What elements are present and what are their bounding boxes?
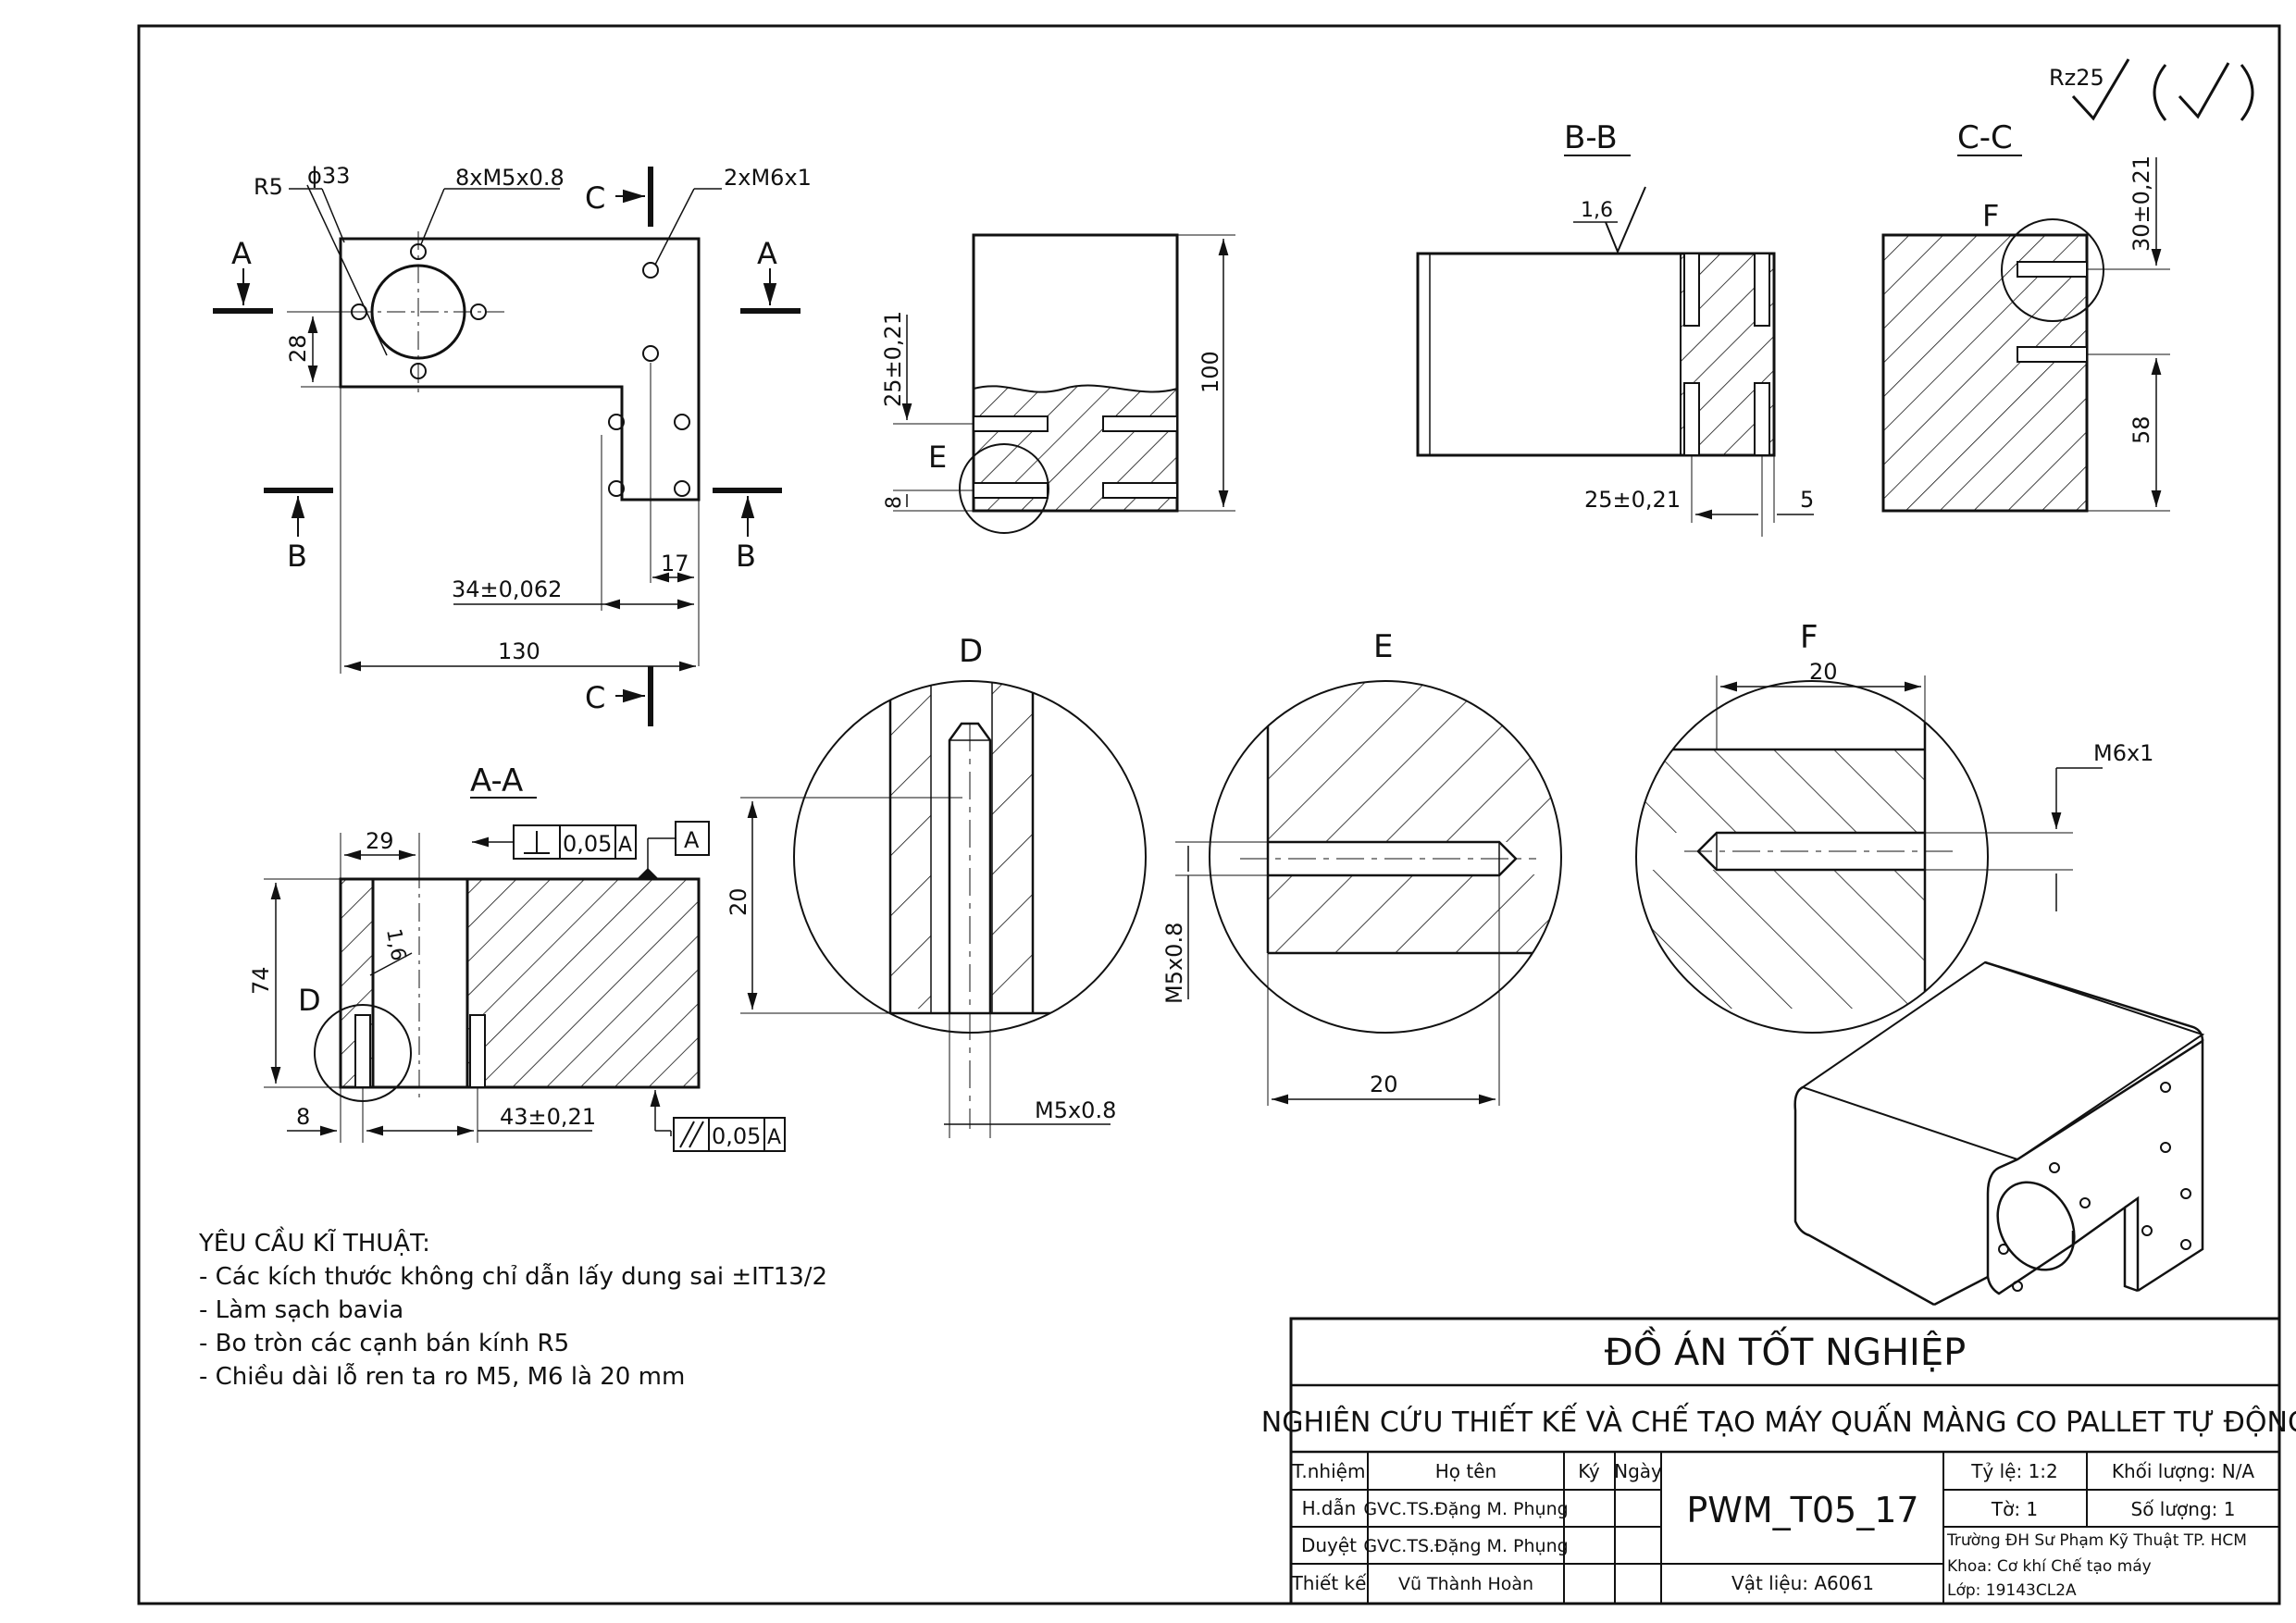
thread-m6-label: 2xM6x1 xyxy=(724,165,812,191)
detail-e-dim-20: 20 xyxy=(1370,1072,1398,1097)
top-view: A A B B C C R5 ϕ33 8xM5x0.8 2xM6x1 28 xyxy=(213,163,812,726)
dim-100: 100 xyxy=(1198,351,1223,393)
dim-30-cc: 30±0,21 xyxy=(2128,155,2154,252)
scale-label: Tỷ lệ: 1:2 xyxy=(1970,1460,2058,1482)
header-role: T.nhiệm xyxy=(1292,1460,1366,1482)
dim-5-bb: 5 xyxy=(1800,487,1814,513)
sheet-frame xyxy=(137,24,2281,1605)
perpendicularity-value: 0,05 xyxy=(563,831,612,857)
general-roughness: Rz25 xyxy=(2049,58,2254,121)
detail-e-marker: E xyxy=(928,440,947,475)
detail-f-marker: F xyxy=(1982,198,1999,233)
dim-74: 74 xyxy=(248,966,274,995)
detail-d-thread: M5x0.8 xyxy=(1035,1097,1116,1123)
requirement-item: - Các kích thước không chỉ dẫn lấy dung … xyxy=(199,1262,827,1291)
dim-28: 28 xyxy=(285,334,311,363)
dim-43: 43±0,21 xyxy=(500,1104,596,1130)
title-block: ĐỒ ÁN TỐT NGHIỆP NGHIÊN CỨU THIẾT KẾ VÀ … xyxy=(1261,1317,2296,1605)
detail-e: E 20 M5x0.8 xyxy=(1161,628,1562,1106)
section-b-b: B-B 1,6 25±0,21 5 xyxy=(1416,119,1814,537)
sheet-label: Tờ: 1 xyxy=(1991,1498,2038,1520)
radius-label: R5 xyxy=(254,174,283,200)
requirements-title: YÊU CẦU KĨ THUẬT: xyxy=(198,1225,430,1258)
section-c-c: C-C F 30±0,21 58 xyxy=(1881,119,2170,513)
requirement-item: - Chiều dài lỗ ren ta ro M5, M6 là 20 mm xyxy=(199,1362,685,1391)
dim-8-front: 8 xyxy=(883,496,906,509)
row-role: H.dẫn xyxy=(1302,1497,1357,1519)
header-name: Họ tên xyxy=(1435,1460,1496,1482)
top-view-outline xyxy=(339,237,701,502)
section-c-c-title: C-C xyxy=(1957,119,2013,156)
drawing-code: PWM_T05_17 xyxy=(1686,1490,1918,1530)
detail-d: D 20 M5x0.8 xyxy=(726,633,1147,1138)
section-c-label-top: C xyxy=(585,180,605,216)
detail-f-dim-20: 20 xyxy=(1809,659,1838,685)
bore-diameter-label: ϕ33 xyxy=(307,163,350,189)
row-name: GVC.TS.Đặng M. Phụng xyxy=(1363,1536,1568,1556)
thread-m5-label: 8xM5x0.8 xyxy=(455,165,565,191)
detail-f-title: F xyxy=(1800,619,1818,656)
section-b-label-left: B xyxy=(287,539,307,574)
dim-58-cc: 58 xyxy=(2128,415,2154,444)
title-project: NGHIÊN CỨU THIẾT KẾ VÀ CHẾ TẠO MÁY QUẤN … xyxy=(1261,1403,2296,1439)
row-name: Vũ Thành Hoàn xyxy=(1398,1574,1533,1594)
dim-29: 29 xyxy=(366,828,394,854)
section-a-a-title: A-A xyxy=(470,762,523,799)
row-role: Thiết kế xyxy=(1291,1572,1368,1594)
section-b-label-right: B xyxy=(736,539,756,574)
roughness-aa: 1,6 xyxy=(381,927,410,963)
school-label: Trường ĐH Sư Phạm Kỹ Thuật TP. HCM xyxy=(1946,1531,2247,1550)
detail-f-thread: M6x1 xyxy=(2093,740,2153,766)
header-sign: Ký xyxy=(1578,1460,1600,1482)
dim-8-aa: 8 xyxy=(296,1104,310,1130)
roughness-bb: 1,6 xyxy=(1581,199,1613,222)
dim-25-front: 25±0,21 xyxy=(880,311,906,407)
detail-e-title: E xyxy=(1373,628,1393,665)
detail-f: F 20 M6x1 xyxy=(1635,619,2153,1034)
parallelism-value: 0,05 xyxy=(712,1123,761,1149)
class-label: Lớp: 19143CL2A xyxy=(1947,1581,2077,1600)
row-role: Duyệt xyxy=(1301,1534,1357,1556)
isometric-view xyxy=(1793,960,2205,1307)
detail-d-title: D xyxy=(959,633,983,670)
section-a-label-right: A xyxy=(757,236,777,271)
requirement-item: - Bo tròn các cạnh bán kính R5 xyxy=(199,1330,569,1357)
dim-34: 34±0,062 xyxy=(452,576,562,602)
section-b-b-title: B-B xyxy=(1564,119,1618,156)
dim-17: 17 xyxy=(661,551,689,576)
dim-130: 130 xyxy=(498,638,540,664)
perpendicularity-ref: A xyxy=(618,834,632,857)
roughness-label: Rz25 xyxy=(2049,65,2104,91)
faculty-label: Khoa: Cơ khí Chế tạo máy xyxy=(1947,1556,2152,1576)
row-name: GVC.TS.Đặng M. Phụng xyxy=(1363,1499,1568,1519)
section-c-label-bottom: C xyxy=(585,680,605,715)
dim-25-bb: 25±0,21 xyxy=(1584,487,1681,513)
material-label: Vật liệu: A6061 xyxy=(1731,1572,1874,1594)
header-date: Ngày xyxy=(1614,1460,1662,1482)
technical-requirements: YÊU CẦU KĨ THUẬT: - Các kích thước không… xyxy=(198,1225,827,1391)
detail-d-marker: D xyxy=(298,983,321,1018)
section-a-label-left: A xyxy=(231,236,252,271)
title-main: ĐỒ ÁN TỐT NGHIỆP xyxy=(1605,1325,1966,1374)
datum-a: A xyxy=(684,827,700,853)
requirement-item: - Làm sạch bavia xyxy=(199,1296,403,1324)
quantity-label: Số lượng: 1 xyxy=(2131,1498,2236,1520)
detail-e-thread: M5x0.8 xyxy=(1161,923,1187,1004)
parallelism-ref: A xyxy=(767,1126,781,1149)
weight-label: Khối lượng: N/A xyxy=(2112,1460,2255,1482)
detail-d-dim-20: 20 xyxy=(726,887,751,916)
section-a-a: A-A D 1,6 29 74 8 43±0,21 xyxy=(248,762,786,1152)
front-view: E 100 25±0,21 8 xyxy=(880,233,1235,534)
